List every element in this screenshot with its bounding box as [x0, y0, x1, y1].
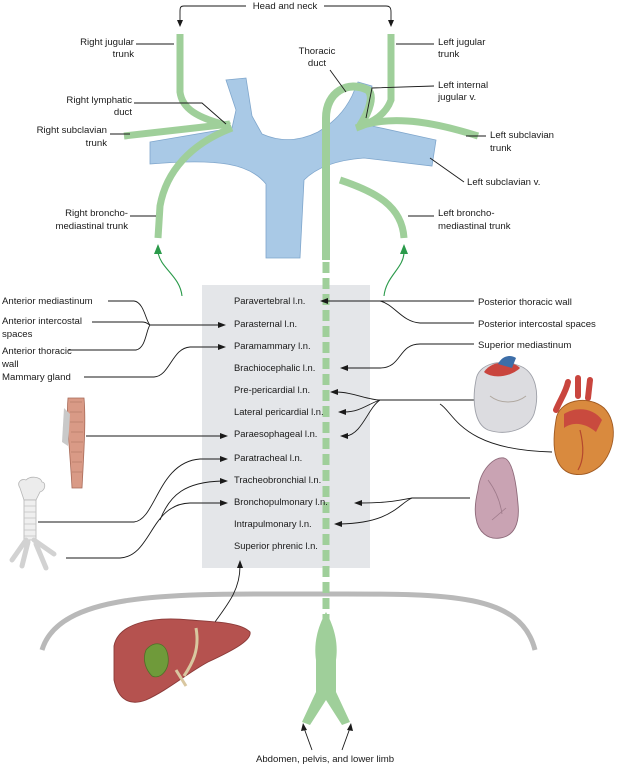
svg-text:trunk: trunk: [490, 143, 512, 154]
node-box: [202, 285, 370, 568]
node-parasternal: Parasternal l.n.: [234, 318, 297, 329]
node-bronchopulmonary: Bronchopulmonary l.n.: [234, 496, 328, 507]
trachea-illustration: [9, 476, 57, 571]
svg-text:duct: duct: [308, 58, 326, 69]
node-paravertebral: Paravertebral l.n.: [234, 295, 305, 306]
src-anterior-intercostal: Anterior intercostal: [2, 316, 82, 327]
label-right-lymphatic: Right lymphatic: [66, 95, 132, 106]
node-paraesophageal: Paraesophageal l.n.: [234, 428, 317, 439]
liver-illustration: [113, 618, 251, 703]
heart-illustration-front: [473, 356, 538, 433]
bottom-label-group: Abdomen, pelvis, and lower limb: [256, 723, 394, 765]
lymph-trunks: [123, 34, 480, 725]
label-left-internal-jugular: Left internal: [438, 80, 488, 91]
label-left-subclavian-trunk: Left subclavian: [490, 130, 554, 141]
svg-text:trunk: trunk: [113, 49, 135, 60]
brachiocephalic-veins: [149, 77, 437, 259]
cisterna-chyli: [302, 612, 350, 725]
svg-text:trunk: trunk: [86, 138, 108, 149]
node-tracheobronchial: Tracheobronchial l.n.: [234, 474, 321, 485]
label-right-jugular: Right jugular: [80, 37, 135, 48]
label-right-subclavian: Right subclavian: [37, 125, 107, 136]
node-lateral-pericardial: Lateral pericardial l.n.: [234, 406, 324, 417]
src-anterior-thoracic: Anterior thoracic: [2, 346, 72, 357]
node-intrapulmonary: Intrapulmonary l.n.: [234, 518, 312, 529]
head-neck-label-group: Head and neck: [177, 1, 394, 27]
svg-text:duct: duct: [114, 107, 132, 118]
diaphragm-line: [39, 591, 538, 651]
bottom-label: Abdomen, pelvis, and lower limb: [256, 754, 394, 765]
green-flow-arrows: [154, 244, 408, 297]
left-organ-leaders: [38, 433, 228, 559]
right-sources: Posterior thoracic wall Posterior interc…: [320, 297, 596, 527]
liver-leader: [211, 565, 241, 627]
vessel-labels-left: Right jugular trunk Right lymphatic duct…: [37, 37, 227, 232]
head-neck-label: Head and neck: [253, 1, 318, 12]
node-brachiocephalic: Brachiocephalic l.n.: [234, 362, 315, 373]
label-thoracic-duct: Thoracic: [299, 46, 336, 57]
node-list: Paravertebral l.n. Parasternal l.n. Para…: [234, 295, 328, 551]
svg-text:wall: wall: [1, 359, 19, 370]
vessel-labels-right: Thoracic duct Left jugular trunk Left in…: [299, 37, 554, 232]
src-superior-mediastinum: Superior mediastinum: [478, 340, 571, 351]
node-paramammary: Paramammary l.n.: [234, 340, 311, 351]
lung-illustration: [474, 457, 519, 539]
node-paratracheal: Paratracheal l.n.: [234, 452, 302, 463]
label-left-subclavian-v: Left subclavian v.: [467, 177, 540, 188]
svg-text:trunk: trunk: [438, 49, 460, 60]
svg-text:mediastinal trunk: mediastinal trunk: [438, 221, 511, 232]
svg-text:spaces: spaces: [2, 329, 33, 340]
label-left-broncho: Left broncho-: [438, 208, 495, 219]
svg-text:jugular v.: jugular v.: [437, 92, 476, 103]
left-sources: Anterior mediastinum Anterior intercosta…: [1, 296, 226, 383]
heart-illustration-right: [553, 375, 614, 475]
node-superior-phrenic: Superior phrenic l.n.: [234, 540, 318, 551]
label-right-broncho: Right broncho-: [65, 208, 128, 219]
esophagus-illustration: [62, 397, 86, 489]
node-pre-pericardial: Pre-pericardial l.n.: [234, 384, 310, 395]
src-posterior-intercostal: Posterior intercostal spaces: [478, 319, 596, 330]
label-left-jugular: Left jugular: [438, 37, 486, 48]
src-mammary-gland: Mammary gland: [2, 372, 71, 383]
src-posterior-thoracic: Posterior thoracic wall: [478, 297, 572, 308]
svg-text:mediastinal trunk: mediastinal trunk: [55, 221, 128, 232]
src-anterior-mediastinum: Anterior mediastinum: [2, 296, 93, 307]
